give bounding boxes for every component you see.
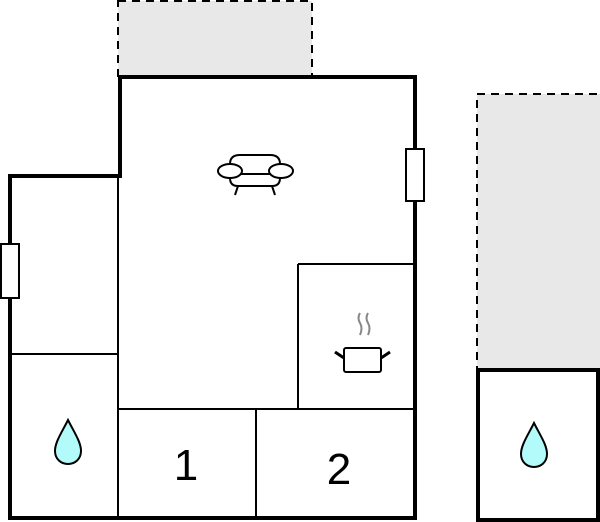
window-right bbox=[405, 148, 425, 202]
terrace-top bbox=[117, 0, 313, 77]
window-left bbox=[0, 243, 20, 299]
exterior-walls bbox=[8, 75, 417, 520]
bedroom-1-label: 1 bbox=[174, 441, 198, 490]
interior-walls bbox=[10, 174, 416, 518]
cooking-pot-icon bbox=[334, 312, 391, 373]
water-drop-icon bbox=[519, 420, 549, 469]
bedroom-2-label: 2 bbox=[327, 445, 351, 494]
water-drop-icon bbox=[53, 417, 83, 466]
sofa-icon bbox=[217, 154, 294, 196]
terrace-annex bbox=[476, 93, 600, 370]
